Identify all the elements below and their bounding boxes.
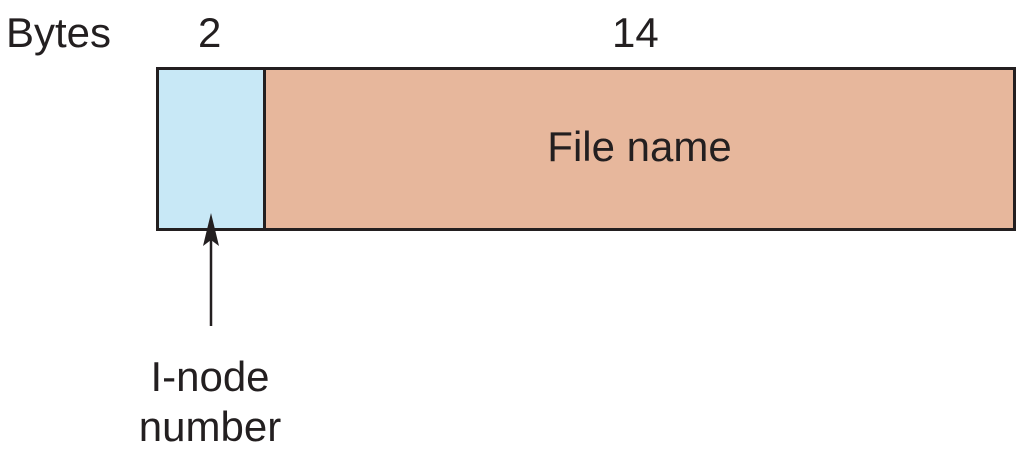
name-field-size: 14 [612, 9, 659, 56]
inode-number-caption: I-node number [110, 352, 310, 452]
file-name-label: File name [547, 123, 732, 170]
inode-field-size: 2 [198, 9, 222, 56]
inode-field [159, 70, 266, 228]
caption-line-1: I-node [150, 353, 270, 400]
caption-line-2: number [138, 403, 282, 450]
file-name-field: File name [266, 70, 1013, 228]
bytes-axis-label: Bytes [6, 9, 112, 56]
directory-entry: File name [156, 67, 1016, 231]
